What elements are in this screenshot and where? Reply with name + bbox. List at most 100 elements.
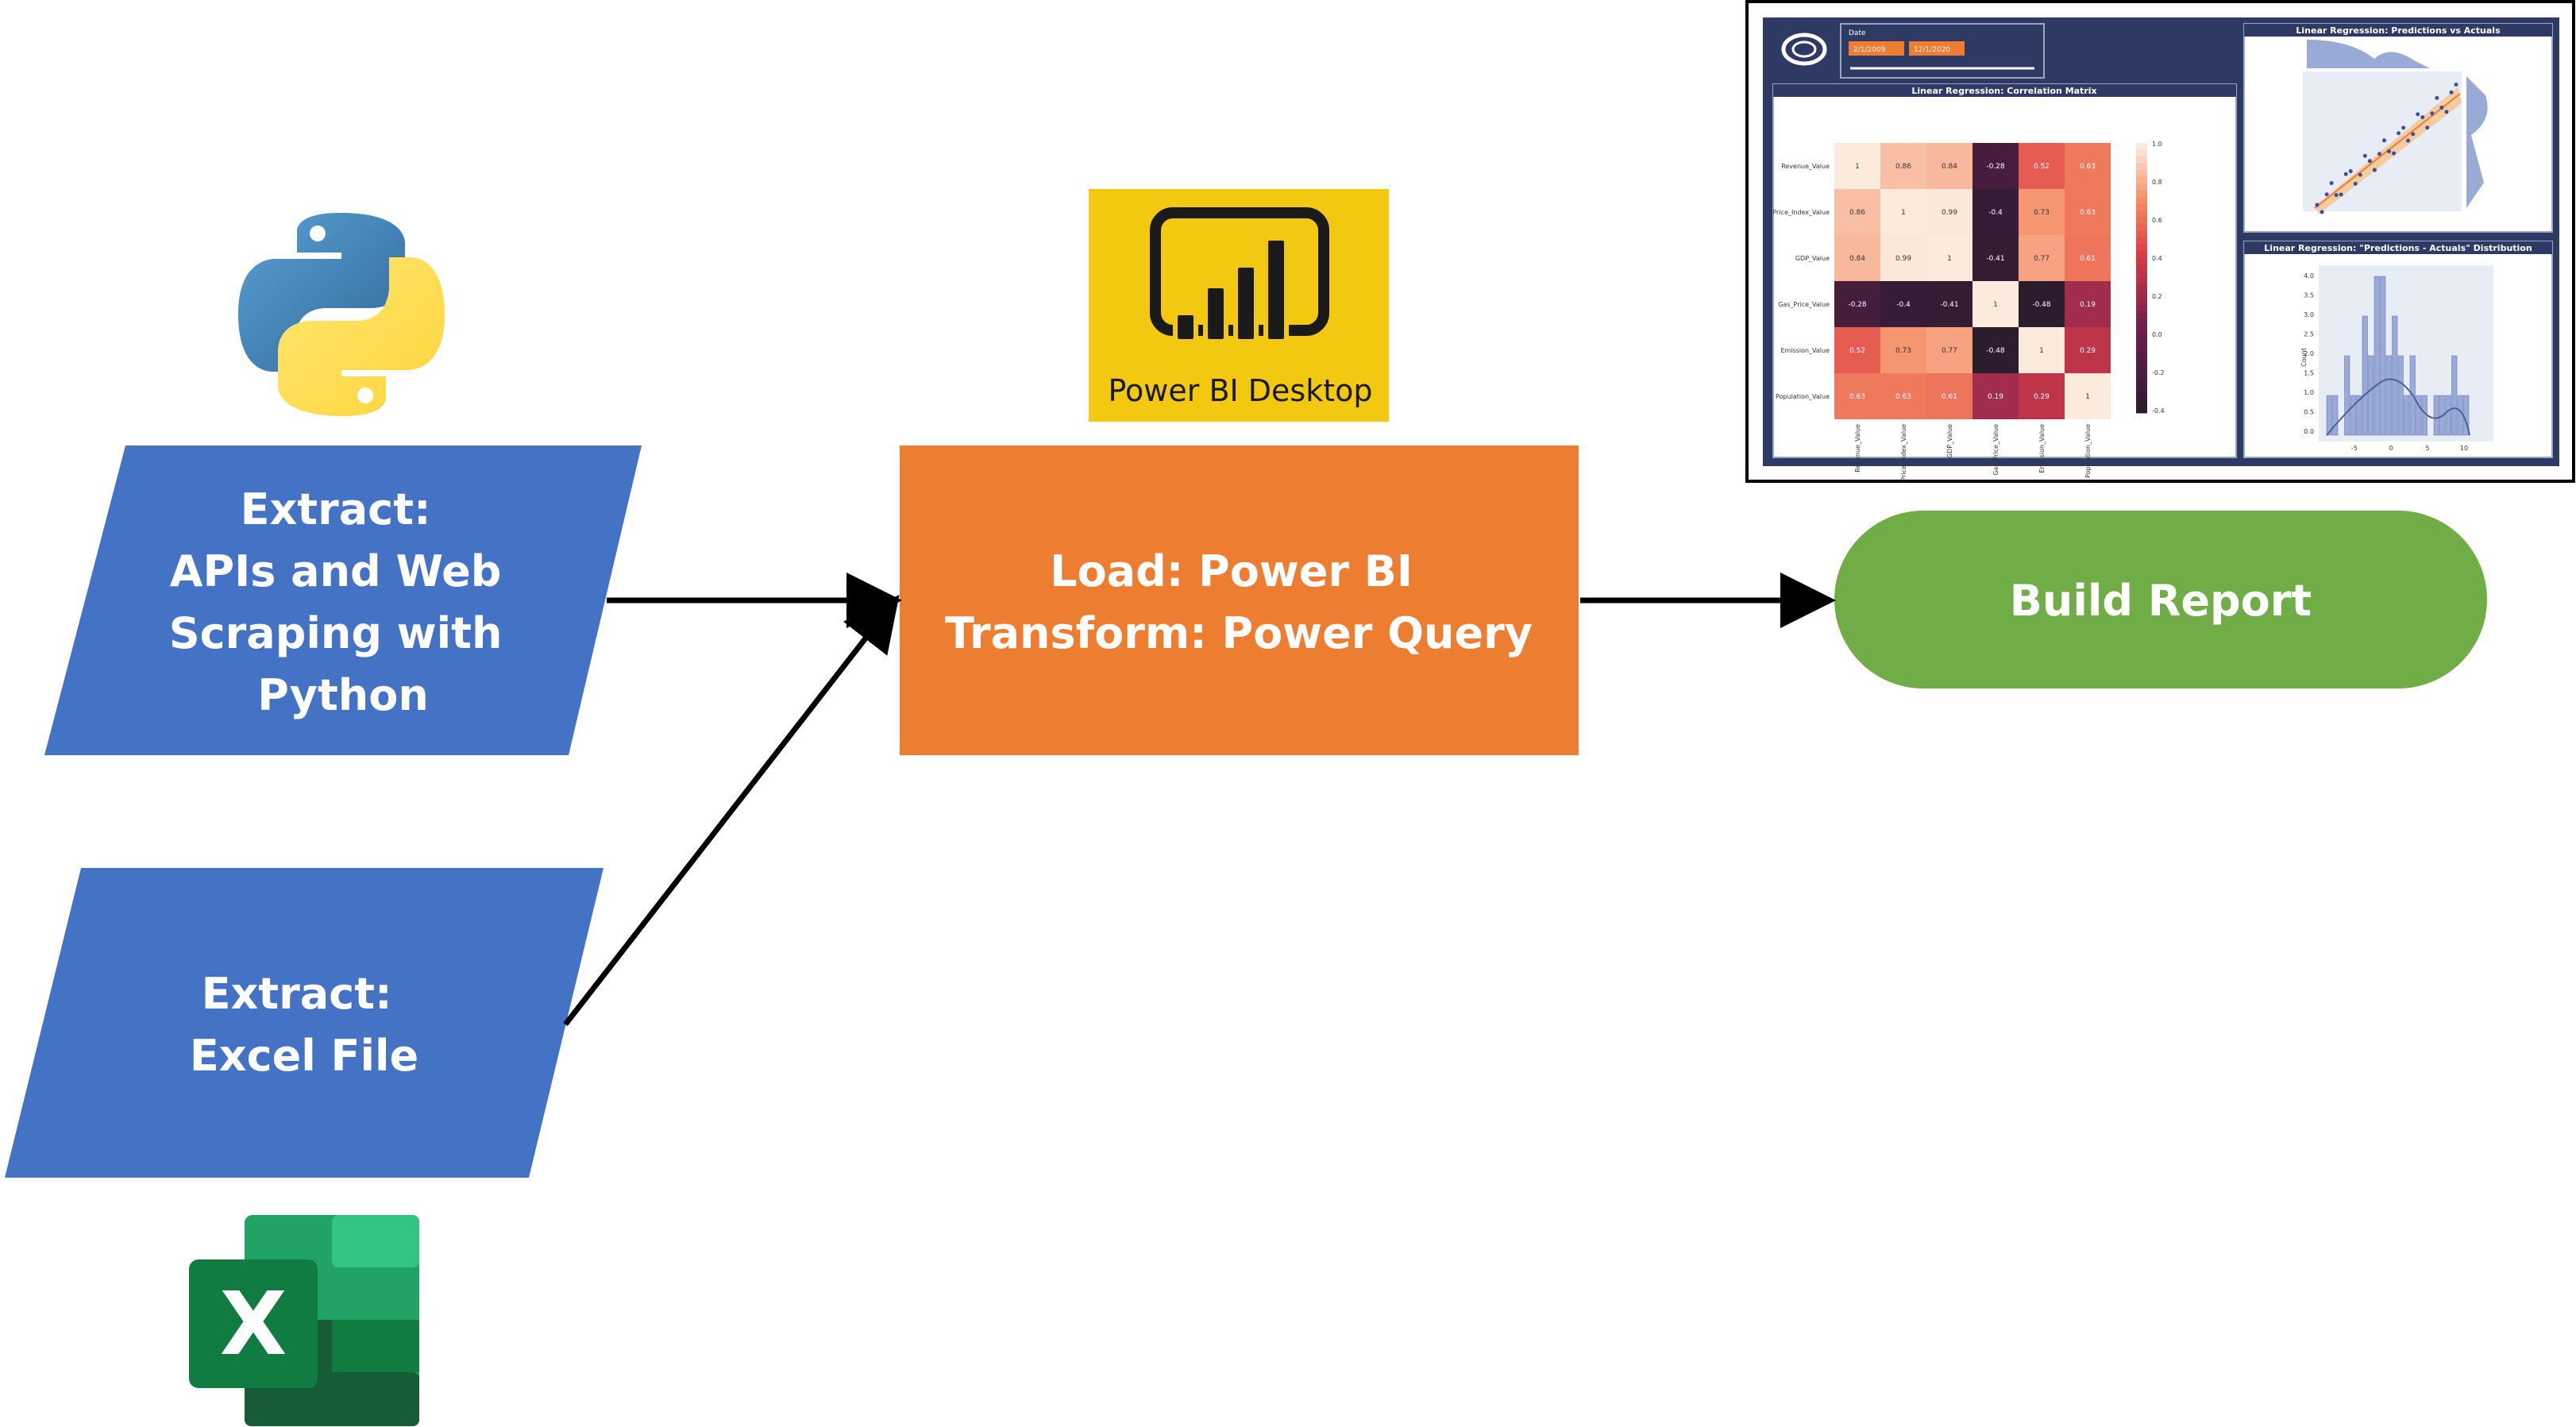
- colorbar-segment: [2136, 298, 2147, 306]
- colorbar-segment: [2136, 406, 2147, 414]
- colorbar-segment: [2136, 170, 2147, 177]
- heatmap-cell: [1880, 281, 1926, 327]
- heatmap-cell: [2065, 373, 2111, 419]
- scatter-point: [2362, 153, 2367, 158]
- histogram-bar: [2332, 395, 2339, 436]
- colorbar-segment: [2136, 210, 2147, 218]
- histogram-bar: [2457, 395, 2463, 436]
- heatmap-cell-value: 0.77: [1942, 347, 1957, 355]
- histogram-kde-curve: [2326, 378, 2470, 436]
- colorbar-segment: [2136, 379, 2147, 387]
- heatmap-cell: [1972, 373, 2019, 419]
- colorbar-segment: [2136, 237, 2147, 245]
- heatmap-cell: [2065, 143, 2111, 189]
- date-slicer[interactable]: Date 2/1/2009 12/1/2020: [1840, 23, 2045, 79]
- heatmap-row-label: Emission_Value: [1780, 347, 1830, 354]
- scatter-point: [2401, 125, 2406, 130]
- build-report-node: Build Report: [1834, 511, 2487, 688]
- histogram-y-tick: 0.5: [2304, 409, 2314, 416]
- scatter-point: [2324, 192, 2329, 197]
- heatmap-row-label: Gas_Price_Value: [1778, 301, 1830, 308]
- build-report-shape: [1834, 511, 2487, 688]
- heatmap-cell: [1834, 189, 1880, 235]
- histogram-bar: [2451, 355, 2458, 436]
- histogram-y-tick: 1.0: [2304, 389, 2314, 396]
- date-slicer-label: Date: [1849, 29, 1866, 37]
- scatter-point: [2425, 125, 2430, 130]
- heatmap-cell-value: 0.63: [2080, 163, 2096, 171]
- heatmap-cell: [1926, 189, 1972, 235]
- heatmap-cell: [2065, 235, 2111, 281]
- heatmap-cell: [1834, 235, 1880, 281]
- colorbar-segment: [2136, 149, 2147, 157]
- heatmap-cell: [2065, 327, 2111, 373]
- colorbar-segment: [2136, 143, 2147, 150]
- colorbar-segment: [2136, 257, 2147, 265]
- heatmap-cell: [1926, 235, 1972, 281]
- scatter-point: [2430, 111, 2435, 116]
- heatmap-cell-value: 0.84: [1942, 163, 1957, 171]
- heatmap-cell-value: 1: [2085, 393, 2090, 401]
- colorbar-segment: [2136, 372, 2147, 380]
- scatter-point: [2339, 192, 2343, 197]
- heatmap-row-label: Price_Index_Value: [1772, 209, 1830, 216]
- heatmap-cell: [1926, 373, 1972, 419]
- colorbar-segment: [2136, 365, 2147, 373]
- heatmap-cell: [1972, 143, 2019, 189]
- heatmap-cell: [2065, 281, 2111, 327]
- colorbar-segment: [2136, 392, 2147, 400]
- colorbar-segment: [2136, 156, 2147, 164]
- heatmap-row-label: Population_Value: [1776, 393, 1830, 400]
- heatmap-colorbar: 1.00.80.60.40.20.0-0.2-0.4: [2136, 141, 2165, 415]
- colorbar-segment: [2136, 284, 2147, 292]
- correlation-matrix-title: Linear Regression: Correlation Matrix: [1911, 86, 2096, 96]
- histogram-bar: [2433, 395, 2439, 436]
- colorbar-segment: [2136, 291, 2147, 299]
- scatter-point: [2406, 138, 2411, 143]
- heatmap-row-label: GDP_Value: [1795, 255, 1830, 262]
- heatmap-cell-value: -0.28: [1848, 301, 1867, 309]
- scatter-point: [2377, 152, 2381, 156]
- build-report-label: Build Report: [2010, 576, 2312, 626]
- heatmap-cell: [1880, 235, 1926, 281]
- histogram-y-tick: 0.0: [2304, 428, 2314, 435]
- scatter-point: [2367, 159, 2372, 164]
- colorbar-tick: -0.2: [2152, 369, 2165, 376]
- heatmap-cell-value: -0.48: [2032, 301, 2051, 309]
- histogram-bar: [2392, 315, 2398, 436]
- scatter-point: [2439, 106, 2444, 110]
- scatter-point: [2334, 193, 2339, 198]
- heatmap-cell-value: 0.29: [2080, 347, 2096, 355]
- colorbar-tick: -0.4: [2152, 407, 2165, 415]
- powerbi-logo-icon: Power BI Desktop: [1089, 189, 1389, 422]
- heatmap-cell-value: 0.99: [1942, 209, 1957, 217]
- histogram-bar: [2404, 395, 2410, 436]
- colorbar-segment: [2136, 176, 2147, 184]
- heatmap-cell: [1834, 373, 1880, 419]
- heatmap-cell-value: 1: [1855, 163, 1860, 171]
- histogram-bar: [2344, 355, 2350, 436]
- heatmap-cell: [1972, 281, 2019, 327]
- scatter-point: [2372, 168, 2377, 172]
- colorbar-segment: [2136, 305, 2147, 312]
- histogram-bar: [2356, 395, 2362, 436]
- date-start-input[interactable]: [1849, 41, 1904, 56]
- date-end-input[interactable]: [1909, 41, 1965, 56]
- histogram-bar: [2385, 355, 2392, 436]
- heatmap-cell: [2019, 143, 2065, 189]
- heatmap-cell: [1880, 327, 1926, 373]
- heatmap-cell-value: -0.48: [1986, 347, 2005, 355]
- load-transform-shape: [900, 445, 1579, 755]
- heatmap-cell-value: 0.61: [2080, 255, 2096, 263]
- colorbar-tick: 1.0: [2152, 141, 2162, 148]
- scatter-point: [2411, 132, 2416, 137]
- colorbar-segment: [2136, 183, 2147, 191]
- colorbar-segment: [2136, 332, 2147, 339]
- histogram-bar: [2397, 355, 2404, 436]
- histogram-y-tick: 1.5: [2304, 370, 2314, 377]
- colorbar-segment: [2136, 264, 2147, 272]
- colorbar-segment: [2136, 386, 2147, 393]
